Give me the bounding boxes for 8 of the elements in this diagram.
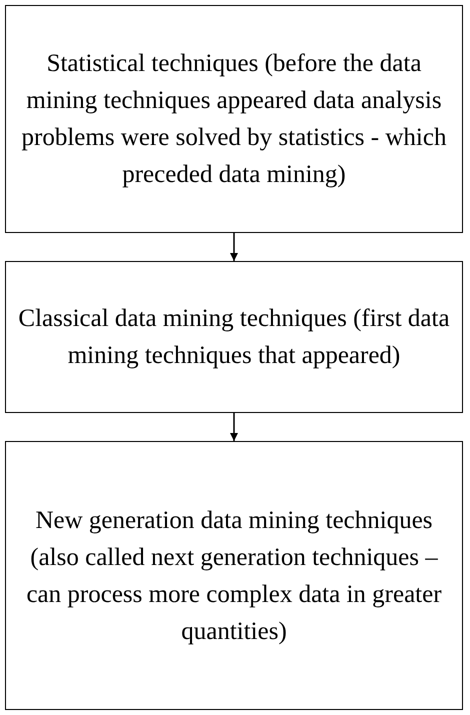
process-box	[5, 441, 463, 710]
process-box	[5, 5, 463, 233]
box-text: Statistical techniques (before the data mining techniques appeared data analysis problems were solved by statistics - which preceded data mining)	[20, 49, 448, 190]
arrow	[230, 413, 238, 441]
process-box	[5, 261, 463, 413]
box-text: New generation data mining techniques (also called next generation techniques – can process more complex data in greater quantities)	[25, 506, 443, 646]
arrow	[230, 233, 238, 261]
box-text: Classical data mining techniques (first data mining techniques that appeared)	[17, 304, 451, 371]
